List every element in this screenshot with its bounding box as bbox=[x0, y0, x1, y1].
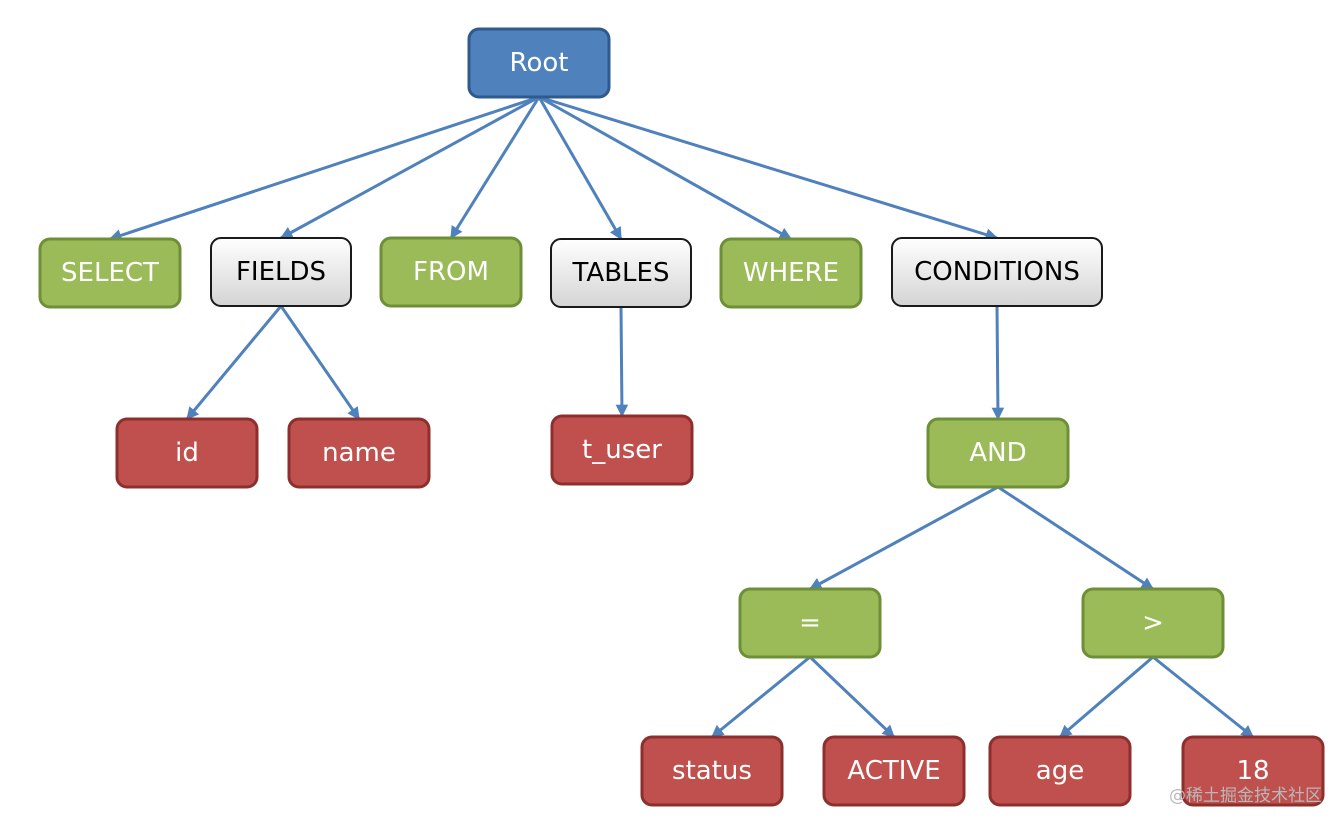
node-where-box bbox=[719, 237, 863, 309]
node-eighteen: 18 bbox=[1181, 735, 1325, 807]
node-active-box bbox=[822, 735, 966, 807]
node-t-user: t_user bbox=[550, 414, 694, 486]
node-name-box bbox=[287, 417, 431, 489]
node-id: id bbox=[115, 417, 259, 489]
node-status-label: status bbox=[672, 756, 752, 786]
node-eq-box bbox=[738, 587, 882, 659]
node-eq: = bbox=[738, 587, 882, 659]
node-active: ACTIVE bbox=[822, 735, 966, 807]
node-conditions-box bbox=[891, 237, 1103, 307]
edge-root-to-conditions bbox=[538, 95, 999, 241]
node-age-box bbox=[988, 735, 1132, 807]
node-root-label: Root bbox=[510, 48, 569, 78]
node-and-box bbox=[926, 417, 1070, 489]
node-eq-label: = bbox=[799, 608, 821, 638]
node-root: Root bbox=[467, 27, 611, 99]
node-age: age bbox=[988, 735, 1132, 807]
node-from-label: FROM bbox=[413, 257, 489, 287]
node-where: WHERE bbox=[719, 237, 863, 309]
node-fields-label: FIELDS bbox=[236, 257, 326, 287]
node-tables: TABLES bbox=[550, 238, 692, 308]
edge-and-to-eq bbox=[808, 485, 999, 591]
edge-fields-to-name bbox=[279, 305, 361, 421]
node-select: SELECT bbox=[38, 237, 182, 309]
node-conditions: CONDITIONS bbox=[891, 237, 1103, 307]
node-from-box bbox=[379, 236, 523, 308]
node-and-label: AND bbox=[969, 438, 1026, 468]
node-gt-label: > bbox=[1142, 608, 1164, 638]
edge-root-to-where bbox=[538, 95, 793, 241]
edge-conditions-to-and bbox=[991, 305, 1005, 421]
node-root-box bbox=[467, 27, 611, 99]
node-name: name bbox=[287, 417, 431, 489]
edge-gt-to-eighteen bbox=[1152, 655, 1254, 739]
node-fields: FIELDS bbox=[210, 237, 352, 307]
node-conditions-label: CONDITIONS bbox=[914, 257, 1080, 287]
node-tables-label: TABLES bbox=[572, 258, 670, 288]
edge-fields-to-id bbox=[185, 305, 283, 420]
node-tables-box bbox=[550, 238, 692, 308]
node-id-label: id bbox=[175, 438, 199, 468]
node-and: AND bbox=[926, 417, 1070, 489]
watermark-text: @稀土掘金技术社区 bbox=[1169, 786, 1322, 806]
node-fields-box bbox=[210, 237, 352, 307]
node-name-label: name bbox=[322, 438, 396, 468]
node-gt: > bbox=[1081, 587, 1225, 659]
node-active-label: ACTIVE bbox=[847, 756, 940, 786]
edge-root-to-from bbox=[449, 96, 541, 240]
node-status: status bbox=[640, 735, 784, 807]
edge-gt-to-age bbox=[1059, 655, 1154, 739]
node-gt-box bbox=[1081, 587, 1225, 659]
edge-root-to-tables bbox=[537, 96, 623, 241]
node-age-label: age bbox=[1036, 756, 1084, 786]
node-eighteen-label: 18 bbox=[1236, 756, 1269, 786]
edge-and-to-gt bbox=[997, 485, 1155, 591]
edge-root-to-fields bbox=[279, 95, 540, 240]
node-status-box bbox=[640, 735, 784, 807]
edge-eq-to-status bbox=[711, 655, 811, 739]
edge-root-to-select bbox=[108, 95, 540, 242]
node-t-user-box bbox=[550, 414, 694, 486]
node-id-box bbox=[115, 417, 259, 489]
node-from: FROM bbox=[379, 236, 523, 308]
node-select-label: SELECT bbox=[61, 258, 159, 288]
node-where-label: WHERE bbox=[743, 258, 839, 288]
edge-eq-to-active bbox=[808, 655, 896, 739]
tree-edges bbox=[108, 95, 1254, 739]
node-select-box bbox=[38, 237, 182, 309]
node-t-user-label: t_user bbox=[582, 435, 662, 465]
edge-tables-to-t-user bbox=[615, 306, 629, 418]
node-eighteen-box bbox=[1181, 735, 1325, 807]
